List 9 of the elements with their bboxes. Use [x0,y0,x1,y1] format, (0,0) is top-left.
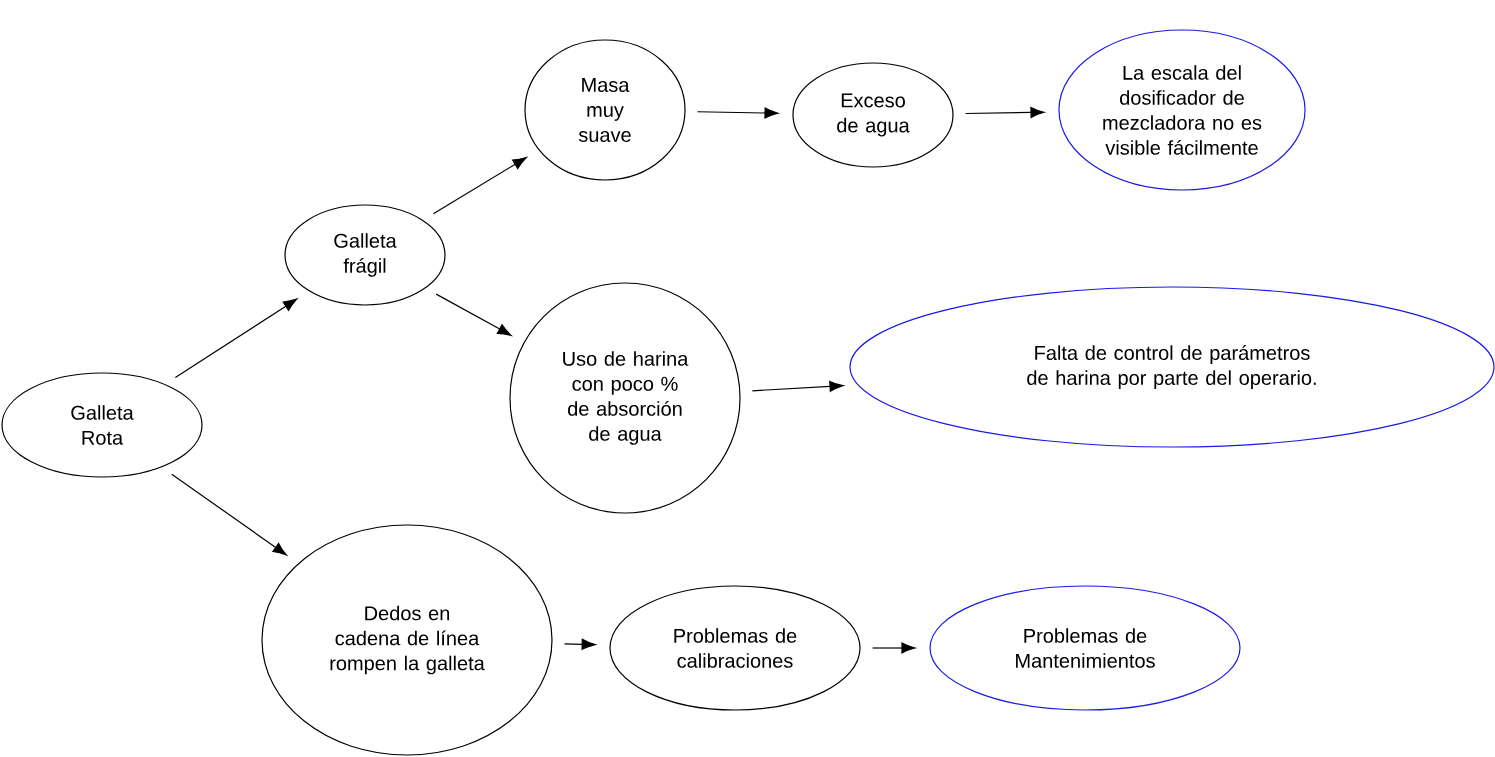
arrow [563,638,596,650]
arrow [751,380,844,392]
arrow [965,106,1045,118]
arrow [435,293,512,336]
arrow [432,156,527,215]
arrow [174,298,298,379]
arrow [697,107,779,119]
arrow [171,473,287,556]
arrow [872,642,916,654]
